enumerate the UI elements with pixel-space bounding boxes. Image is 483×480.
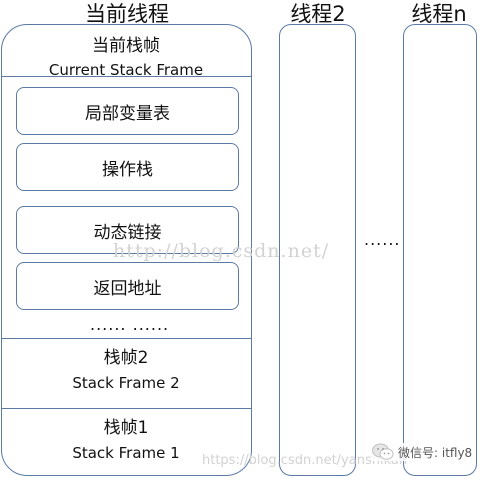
dynamic-linking-label: 动态链接 [93, 222, 162, 243]
local-variable-table-box: 局部变量表 [16, 87, 239, 135]
thread2-stack [279, 24, 356, 476]
wechat-badge: 微信号: itfly8 [372, 443, 473, 461]
wechat-icon [372, 443, 394, 461]
current-frame-header: 当前栈帧 Current Stack Frame [2, 35, 250, 80]
frame1-title: 栈帧1 [103, 418, 149, 438]
center-watermark: http://blog.csdn.net/ [113, 240, 330, 262]
frame2-subtitle: Stack Frame 2 [72, 374, 180, 392]
frame1-block: 栈帧1 Stack Frame 1 [2, 417, 250, 463]
frame1-divider [2, 408, 251, 409]
frame2-block: 栈帧2 Stack Frame 2 [2, 347, 250, 393]
frame2-title: 栈帧2 [103, 348, 149, 368]
current-frame-subtitle: Current Stack Frame [48, 61, 204, 79]
operand-stack-box: 操作栈 [16, 143, 239, 191]
bottom-watermark: https://blog.csdn.net/yanshikan [202, 453, 408, 468]
wechat-id-label: 微信号: itfly8 [398, 445, 473, 460]
between-threads-ellipsis: ...... [364, 230, 401, 249]
frame1-subtitle: Stack Frame 1 [72, 444, 180, 462]
header-divider [2, 76, 251, 77]
current-thread-title: 当前线程 [85, 2, 169, 26]
dynamic-linking-box: 动态链接 [16, 206, 239, 254]
threadn-stack [403, 24, 477, 476]
thread2-title: 线程2 [290, 2, 346, 26]
return-address-label: 返回地址 [93, 278, 162, 299]
threadn-title: 线程n [411, 2, 467, 26]
current-thread-stack: 当前栈帧 Current Stack Frame 局部变量表 操作栈 动态链接 … [1, 24, 252, 476]
current-frame-title: 当前栈帧 [92, 36, 160, 56]
return-address-box: 返回地址 [16, 262, 239, 310]
more-items-ellipsis: ...... ...... [90, 315, 170, 334]
local-variable-table-label: 局部变量表 [85, 103, 170, 124]
operand-stack-label: 操作栈 [102, 159, 153, 180]
frame2-divider [2, 338, 251, 339]
